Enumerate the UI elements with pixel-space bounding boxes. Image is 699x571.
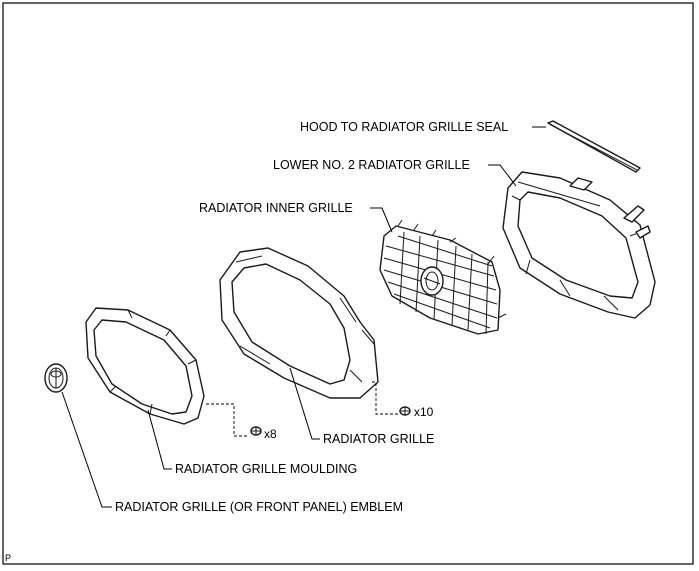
leader-grille xyxy=(289,367,320,440)
diagram-frame xyxy=(2,2,694,565)
label-hood-seal: HOOD TO RADIATOR GRILLE SEAL xyxy=(300,120,508,134)
radiator-grille-emblem xyxy=(44,363,68,393)
label-inner-grille: RADIATOR INNER GRILLE xyxy=(199,201,353,215)
leader-moulding xyxy=(147,409,172,470)
qty-clip-right: x10 xyxy=(414,405,434,419)
leader-lower-no2 xyxy=(488,164,517,187)
label-moulding: RADIATOR GRILLE MOULDING xyxy=(175,462,357,476)
radiator-inner-grille xyxy=(379,219,507,335)
hood-to-radiator-grille-seal xyxy=(547,120,641,173)
clip-left-locator xyxy=(206,403,248,437)
leader-emblem xyxy=(61,391,112,508)
qty-clip-left: x8 xyxy=(264,427,277,441)
clip-right-locator xyxy=(372,381,398,415)
radiator-grille-moulding xyxy=(85,307,205,425)
lower-no2-radiator-grille xyxy=(502,171,656,319)
corner-mark: P xyxy=(5,553,11,563)
radiator-grille-shell xyxy=(219,247,379,399)
label-grille: RADIATOR GRILLE xyxy=(323,432,434,446)
label-lower-no2: LOWER NO. 2 RADIATOR GRILLE xyxy=(273,158,470,172)
clip-right xyxy=(399,406,411,416)
leader-inner-grille xyxy=(370,207,393,233)
clip-left xyxy=(250,426,262,436)
label-emblem: RADIATOR GRILLE (OR FRONT PANEL) EMBLEM xyxy=(115,500,403,514)
